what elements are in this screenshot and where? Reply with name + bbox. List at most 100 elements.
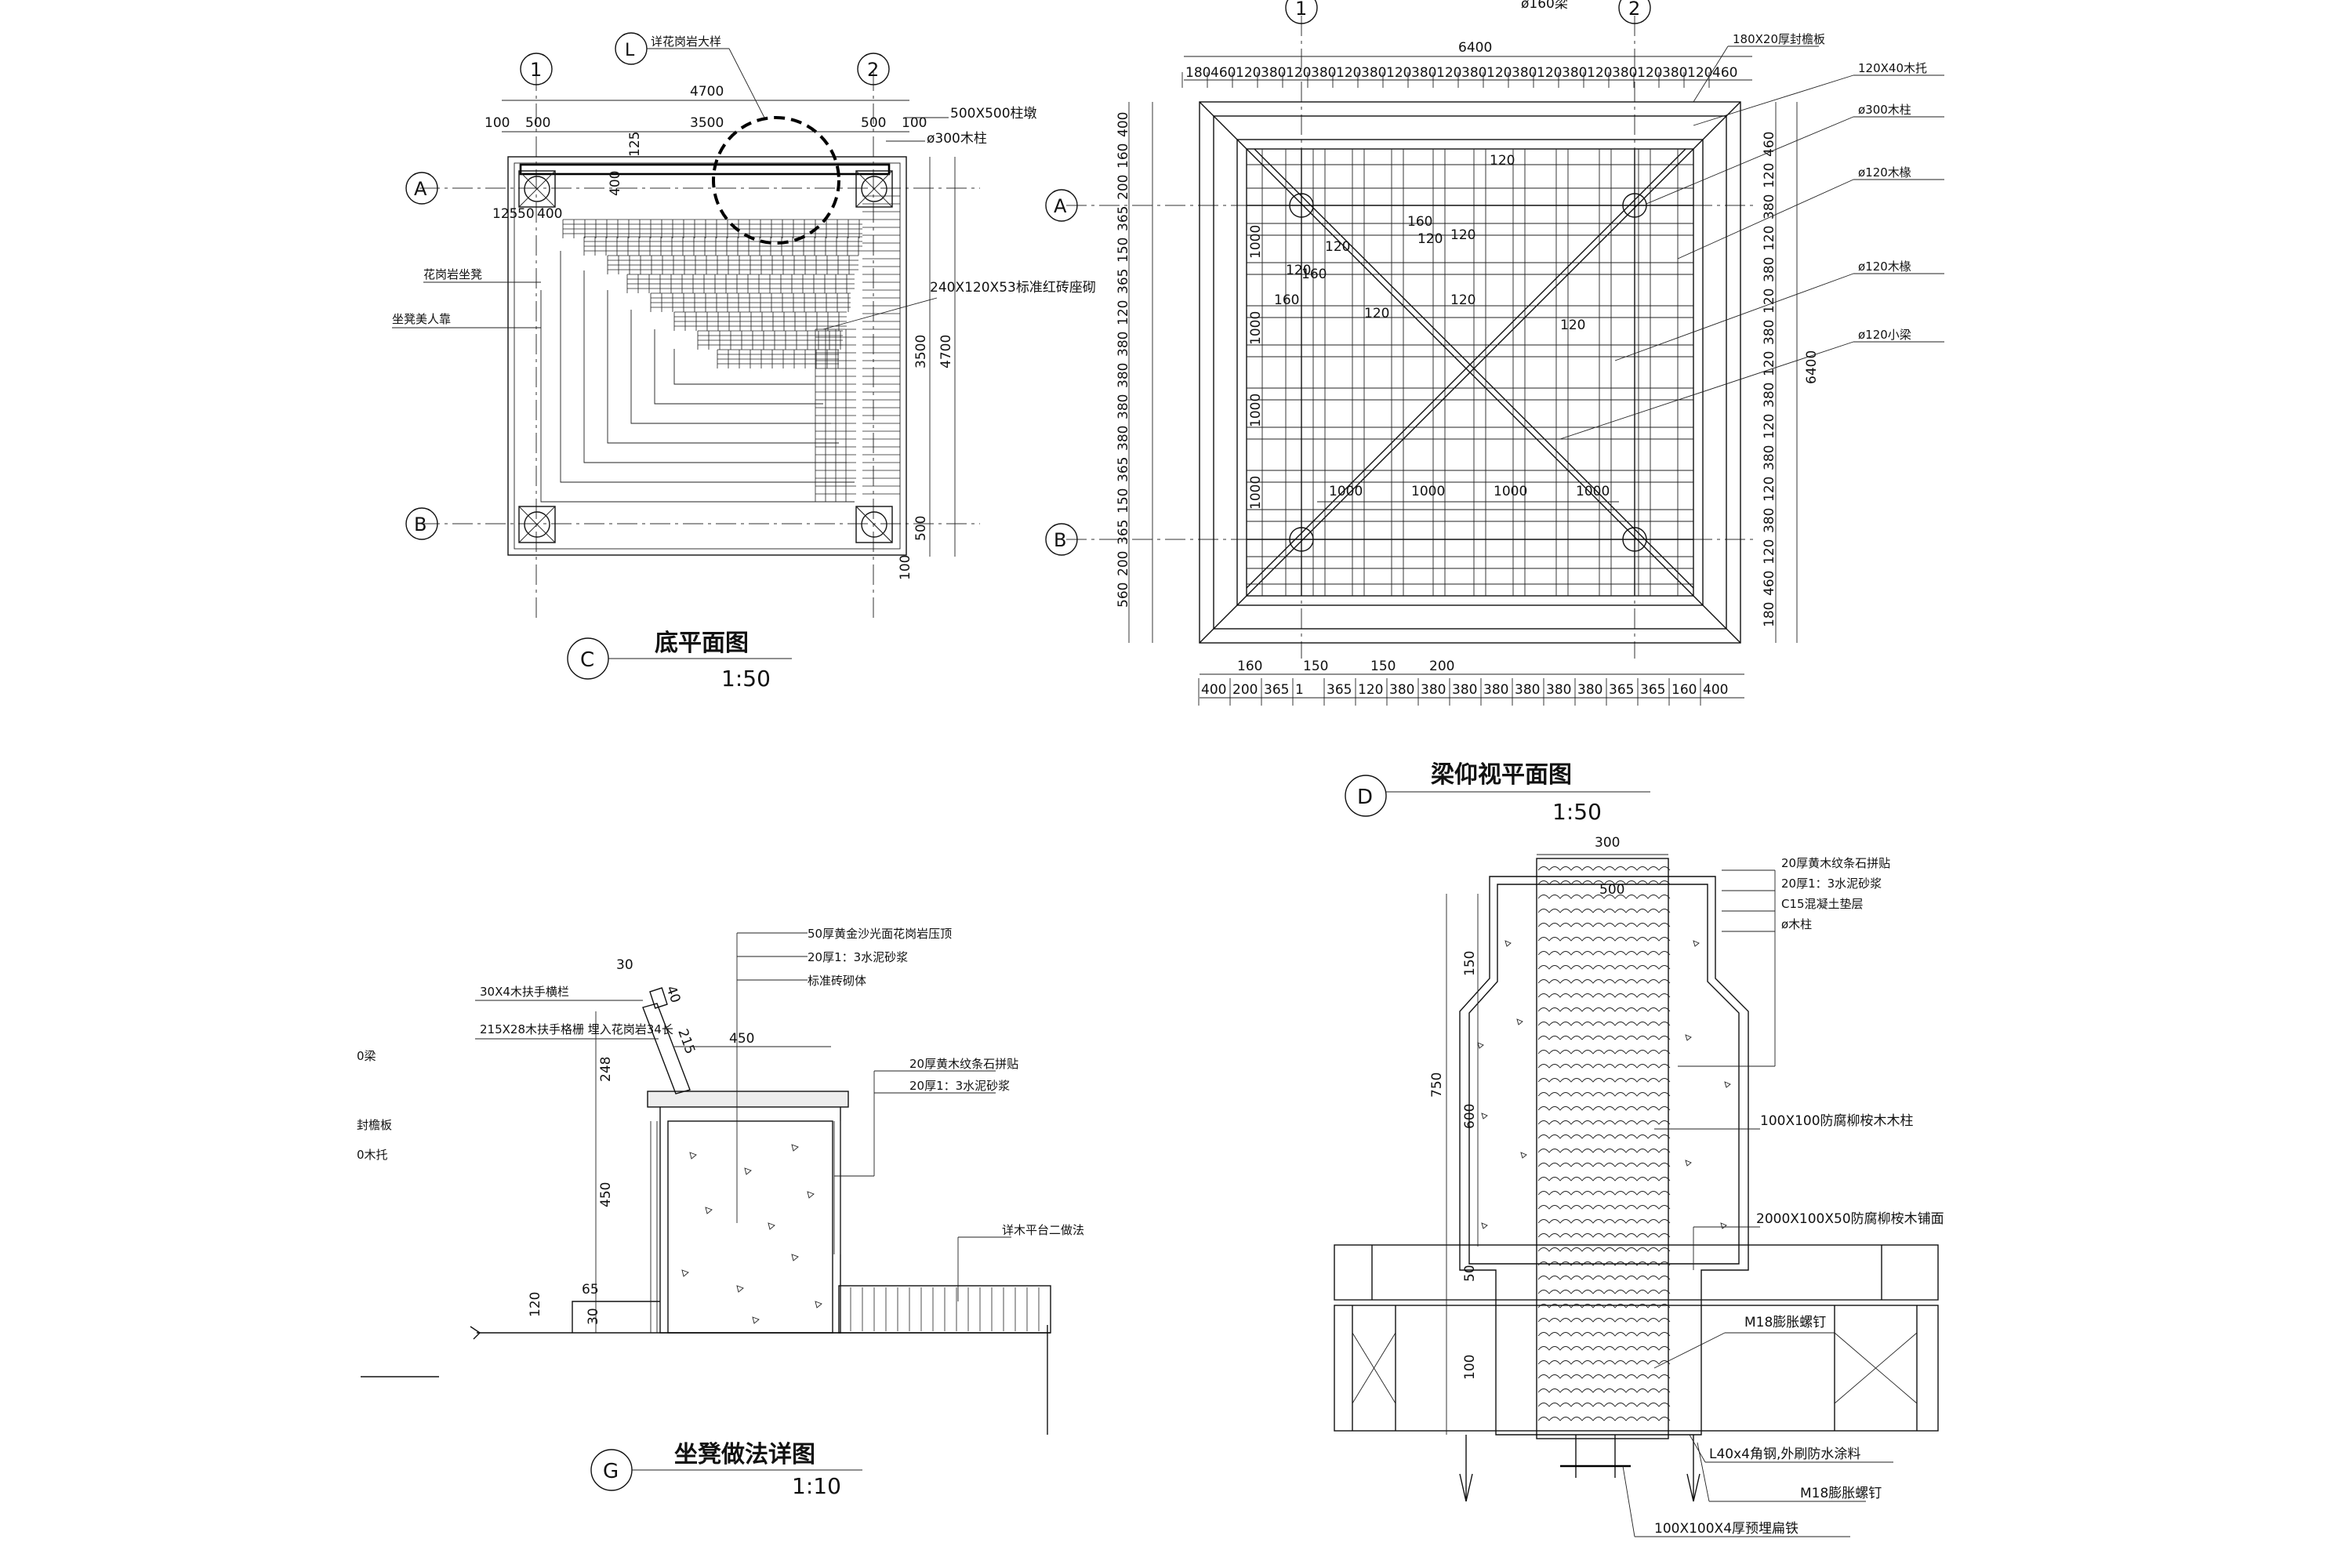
inner-dim-v3: 1000 [1248,394,1264,427]
note-column-pad: 500X500柱墩 [950,106,1037,122]
left-dim-d: 365 [1116,457,1131,482]
detail-g: 30 40 215 248 450 450 120 65 30 50厚黄金沙光面… [357,927,1084,1499]
top-dim-d: 380 [1512,65,1537,81]
dim-g-3: 215 [674,1027,698,1056]
bottom-dim-d-a: 160 [1237,659,1262,674]
left-dim-d: 560 [1116,583,1131,608]
top-dim-d: 120 [1637,65,1662,81]
dim-g-9: 30 [586,1308,601,1325]
note-granite-bench: 花岗岩坐凳 [423,267,482,281]
title-marker-c-label: C [580,648,594,672]
plan-c: 1 2 A B [392,32,1096,691]
grid-bubble-d2 [1618,0,1651,24]
left-dim-d: 365 [1116,520,1131,545]
bench-concrete-fill [681,1144,822,1324]
top-dim-d: 380 [1612,65,1637,81]
bottom-dim-d: 380 [1452,682,1477,698]
dim-top-overall: 4700 [690,84,724,100]
inner-small-dim: 160 [1274,292,1299,308]
dim-left-2: 50 [517,206,535,222]
nested-steps [540,251,855,503]
dim-col-7: 100 [1462,1355,1478,1380]
note-g-right-2: 20厚1：3水泥砂浆 [909,1079,1010,1093]
top-dim-d: 380 [1311,65,1336,81]
plan-c-title: 底平面图 [655,630,749,657]
dim-left-5: 125 [627,132,643,157]
left-dim-d: 120 [1116,300,1131,325]
dim-g-6: 450 [598,1182,614,1207]
inner-small-dim: 120 [1560,318,1585,333]
edge-note-3: 0木托 [357,1148,388,1162]
top-dim-d: 380 [1411,65,1436,81]
plan-d-scale: 1:50 [1552,799,1602,825]
column-d1 [1289,193,1314,218]
top-dim-d: 460 [1712,65,1737,81]
bottom-dim-d: 1 [1295,682,1304,698]
detail-g-title: 坐凳做法详图 [674,1441,815,1468]
bottom-dim-d: 380 [1389,682,1414,698]
grid-label-d1: 1 [1295,0,1307,20]
right-dim-d: 460 [1762,571,1777,596]
dim-g-8: 65 [582,1282,599,1298]
dim-left-1: 125 [492,206,517,222]
inner-dim-v1: 1000 [1248,225,1264,259]
detail-g-scale: 1:10 [792,1473,841,1499]
title-marker-g-label: G [603,1460,619,1483]
note-g-left-2: 215X28木扶手格栅 埋入花岗岩34长 [480,1022,673,1036]
bottom-dim-d: 160 [1671,682,1697,698]
plinth-concrete [1477,940,1731,1229]
dim-d-overall: 6400 [1458,40,1492,56]
column-d2 [1622,193,1647,218]
bottom-dim-d-a: 150 [1303,659,1328,674]
bottom-dim-d: 365 [1640,682,1665,698]
inner-small-dim: 160 [1301,267,1327,282]
bottom-dim-d: 365 [1609,682,1634,698]
dim-col-1: 300 [1595,835,1620,851]
note-bench-backrest: 坐凳美人靠 [392,312,451,326]
note-col-1: 20厚黄木纹条石拼贴 [1781,856,1890,870]
bottom-dim-d-a: 200 [1429,659,1454,674]
dim-right-2: 4700 [938,335,954,368]
dim-col-6: 50 [1462,1265,1478,1282]
title-marker-d-label: D [1357,786,1373,809]
note-g-top-1: 50厚黄金沙光面花岗岩压顶 [808,927,952,941]
dim-g-7: 120 [528,1292,543,1317]
note-col-4: ø木柱 [1781,917,1812,931]
note-col-3: C15混凝土垫层 [1781,897,1864,911]
inner-small-dim: 120 [1450,227,1475,243]
bottom-dim-d: 380 [1421,682,1446,698]
brick-stair [562,195,900,502]
grid-bubble-db [1045,523,1078,556]
top-dim-d: 380 [1361,65,1386,81]
detail-callout-circle [712,116,840,245]
right-dim-d: 120 [1762,414,1777,439]
inner-dim-1: 1000 [1329,484,1363,499]
left-dim-d: 150 [1116,238,1131,263]
platform-hatch [850,1287,1040,1331]
grid-bubble-a [405,172,438,205]
left-dim-d: 150 [1116,488,1131,514]
detail-marker-label: L [625,41,635,60]
bench-core [667,1120,833,1334]
note-col-5: 100X100防腐柳桉木木柱 [1760,1113,1914,1129]
bottom-dim-d: 380 [1546,682,1571,698]
right-dim-d: 120 [1762,351,1777,376]
column-d4 [1622,527,1647,552]
title-marker-d [1345,775,1387,817]
wood-column [1536,858,1669,1439]
inner-small-dim: 120 [1417,231,1443,247]
right-dim-d: 380 [1762,320,1777,345]
top-dim-d: 380 [1461,65,1486,81]
grid-label-1: 1 [530,59,542,81]
dim-top-5: 100 [902,115,927,131]
bottom-dim-d: 200 [1232,682,1258,698]
right-dim-d: 120 [1762,226,1777,251]
bottom-dim-d: 400 [1703,682,1728,698]
bench-body [659,1105,841,1334]
plan-d-note: ø300木柱 [1858,103,1911,117]
right-dim-d: 380 [1762,508,1777,533]
dim-col-2: 500 [1599,882,1624,898]
inner-small-dim: 120 [1450,292,1475,308]
